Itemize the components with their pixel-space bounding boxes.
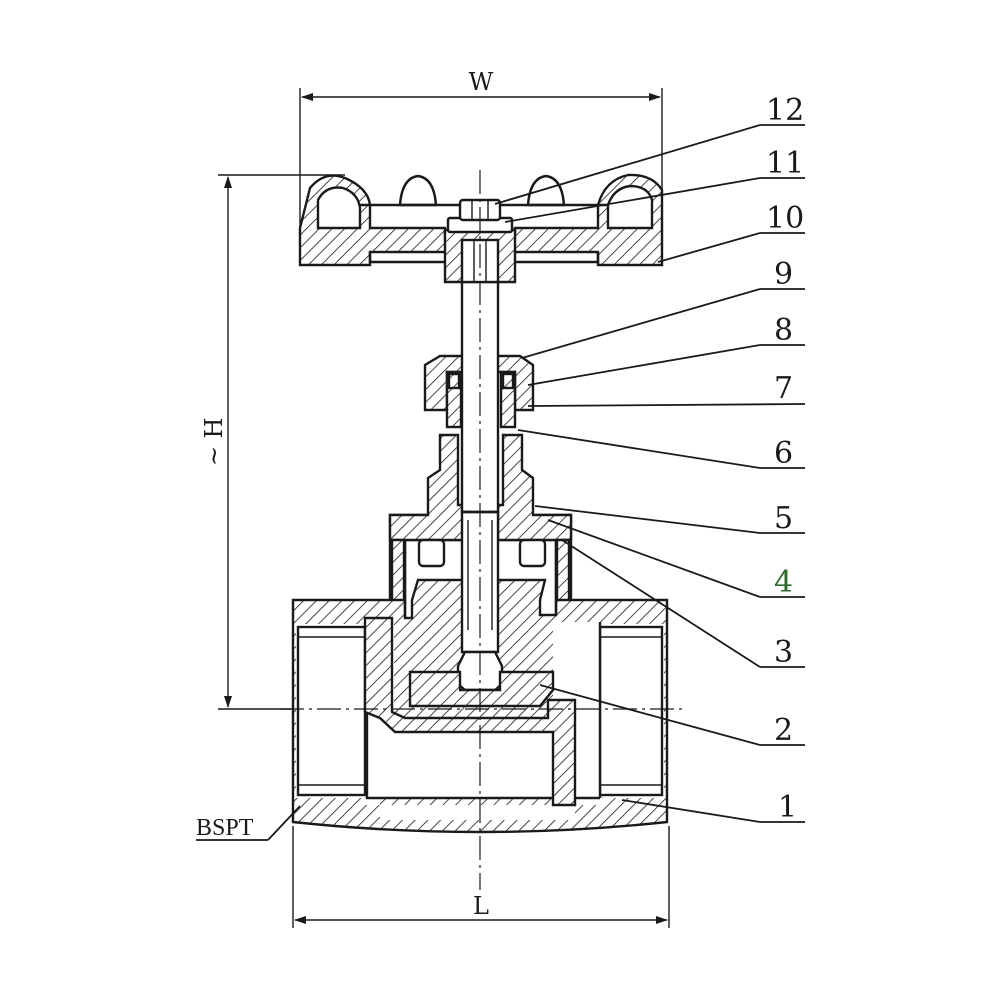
bonnet: [388, 433, 573, 602]
height-dimension: ~ H: [200, 174, 345, 710]
part-label-3: 3: [774, 635, 793, 670]
part-callouts: 12 11 10 9 8 7 6 5 4 3: [494, 93, 806, 825]
part-label-1: 1: [778, 790, 797, 825]
part-label-4: 4: [774, 565, 793, 600]
length-label: L: [473, 892, 489, 920]
thread-callout: BSPT: [196, 805, 301, 841]
length-dimension: L: [292, 826, 670, 928]
height-label: H: [200, 418, 228, 439]
disc: [408, 670, 555, 708]
part-label-2: 2: [774, 713, 793, 748]
part-label-5: 5: [774, 501, 793, 536]
part-label-12: 12: [766, 93, 804, 128]
part-label-6: 6: [774, 436, 793, 471]
part-label-11: 11: [766, 146, 804, 181]
part-label-8: 8: [774, 313, 793, 348]
part-label-10: 10: [766, 201, 804, 236]
gland-nut: [423, 354, 535, 429]
part-label-7: 7: [774, 371, 793, 406]
thread-label: BSPT: [196, 815, 254, 841]
centerlines: [280, 170, 685, 890]
height-tilde: ~: [200, 446, 228, 466]
width-dimension: W: [299, 68, 663, 250]
width-label: W: [469, 68, 494, 96]
part-label-9: 9: [774, 257, 793, 292]
